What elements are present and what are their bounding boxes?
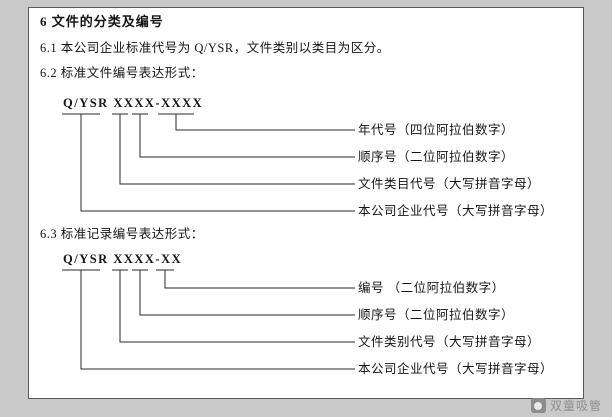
section-heading: 6 文件的分类及编号 xyxy=(40,14,164,29)
diagram2-label-sequence: 顺序号（二位阿拉伯数字） xyxy=(358,308,515,322)
paragraph-6-1: 6.1 本公司企业标准代号为 Q/YSR，文件类别以类目为区分。 xyxy=(40,41,390,55)
diagram1-label-sequence: 顺序号（二位阿拉伯数字） xyxy=(358,150,515,164)
watermark-logo-icon xyxy=(530,398,546,413)
standard-document-code: Q/YSR XXXX-XXXX xyxy=(63,96,204,110)
diagram2-label-company-code: 本公司企业代号（大写拼音字母） xyxy=(358,362,554,376)
paragraph-6-3-title: 6.3 标准记录编号表达形式： xyxy=(40,227,204,241)
diagram1-label-year: 年代号（四位阿拉伯数字） xyxy=(358,123,515,137)
diagram1-label-company-code: 本公司企业代号（大写拼音字母） xyxy=(358,204,554,218)
watermark: 双童吸管 xyxy=(530,397,602,414)
diagram1-label-category-code: 文件类目代号（大写拼音字母） xyxy=(358,177,541,191)
diagram2-label-category-code: 文件类别代号（大写拼音字母） xyxy=(358,335,541,349)
watermark-text: 双童吸管 xyxy=(549,399,602,413)
standard-record-code: Q/YSR XXXX-XX xyxy=(63,252,183,266)
paragraph-6-2-title: 6.2 标准文件编号表达形式： xyxy=(40,66,204,80)
diagram2-label-number: 编号 （二位阿拉伯数字） xyxy=(358,281,505,295)
